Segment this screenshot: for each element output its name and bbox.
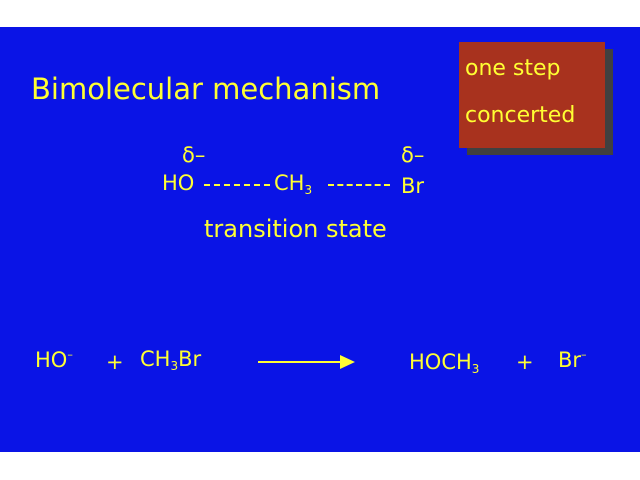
plus-sign-1: + [106,350,124,374]
callout-line-one-step: one step [465,56,561,81]
reactant-methyl-bromide: CH3Br [140,347,202,373]
reaction-arrow-icon [340,355,355,369]
callout-line-concerted: concerted [465,103,576,128]
slide-title: Bimolecular mechanism [31,72,381,106]
transition-state-label: transition state [204,215,387,243]
ts-bromide: Br [401,174,425,198]
ts-partial-bond-left [204,184,270,186]
reaction-arrow-shaft [258,361,344,363]
delta-minus-right: δ– [401,143,425,167]
ts-partial-bond-right [328,184,390,186]
callout-box: one step concerted [459,42,605,148]
reactant-hydroxide: HO– [35,348,73,372]
plus-sign-2: + [516,350,534,374]
ts-hydroxide: HO [162,171,195,195]
product-methanol: HOCH3 [409,350,480,376]
product-bromide: Br– [558,348,587,372]
ts-methyl: CH3 [274,171,313,197]
slide: Bimolecular mechanism one step concerted… [0,27,640,452]
delta-minus-left: δ– [182,143,206,167]
